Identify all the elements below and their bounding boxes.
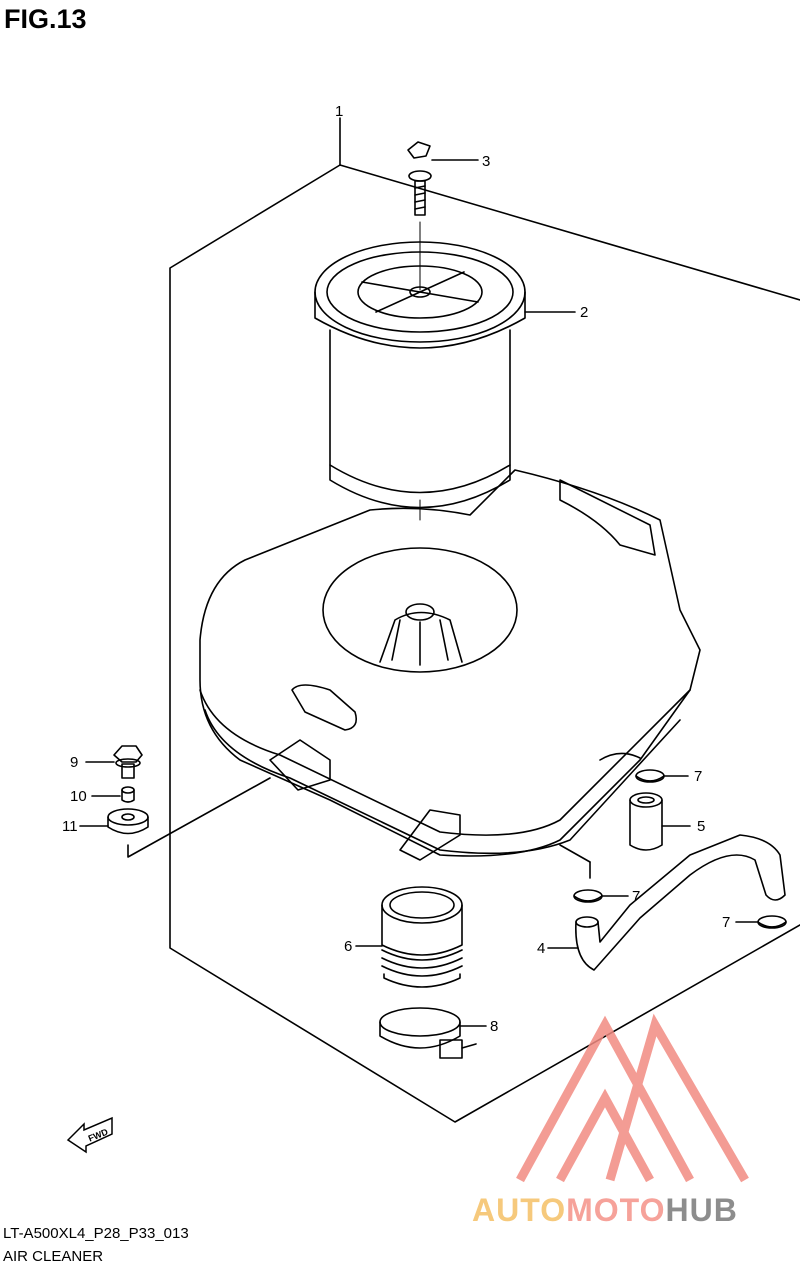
figure-title: FIG.13 bbox=[4, 4, 87, 34]
leader-line-case-hose bbox=[559, 844, 591, 863]
wing-bolt-part-3 bbox=[407, 141, 432, 216]
callout-1: 1 bbox=[335, 103, 343, 120]
watermark-text-hub: HUB bbox=[665, 1192, 738, 1228]
fwd-arrow-icon: FWD bbox=[66, 1116, 113, 1154]
callout-7-c: 7 bbox=[722, 914, 730, 931]
watermark-text-moto: MOTO bbox=[566, 1192, 666, 1228]
callout-8: 8 bbox=[490, 1018, 498, 1035]
model-code: LT-A500XL4_P28_P33_013 bbox=[3, 1225, 189, 1242]
cushion-part-11 bbox=[107, 808, 149, 835]
hose-part-4 bbox=[575, 834, 786, 971]
callout-10: 10 bbox=[70, 788, 87, 805]
air-cleaner-case-part-1 bbox=[199, 469, 701, 861]
clamp-part-7-b bbox=[573, 889, 603, 903]
clamp-part-7-a bbox=[635, 769, 665, 783]
section-name: AIR CLEANER bbox=[3, 1248, 104, 1265]
mount-guide-line bbox=[127, 777, 271, 858]
callout-11: 11 bbox=[62, 818, 78, 835]
callout-5: 5 bbox=[697, 818, 705, 835]
callout-9: 9 bbox=[70, 754, 78, 771]
hose-clamp-part-8 bbox=[379, 1007, 477, 1059]
callout-7-b: 7 bbox=[632, 888, 640, 905]
hose-part-5 bbox=[629, 792, 663, 851]
clamp-part-7-c bbox=[757, 915, 787, 929]
outlet-tube-part-6 bbox=[381, 886, 463, 988]
callout-3: 3 bbox=[482, 153, 490, 170]
callout-7-a: 7 bbox=[694, 768, 702, 785]
callout-2: 2 bbox=[580, 304, 588, 321]
bolt-part-9 bbox=[113, 745, 143, 779]
callout-4: 4 bbox=[537, 940, 545, 957]
collar-part-10 bbox=[121, 786, 135, 803]
watermark-logo bbox=[516, 1013, 749, 1183]
callout-6: 6 bbox=[344, 938, 352, 955]
assembly-boundary-top-right bbox=[339, 164, 800, 301]
callout-numbers: 1 2 3 4 5 6 7 7 7 8 9 10 11 bbox=[62, 103, 730, 1035]
watermark-text: AUTOMOTOHUB bbox=[472, 1192, 738, 1229]
watermark-text-auto: AUTO bbox=[472, 1192, 567, 1228]
assembly-boundary bbox=[169, 164, 800, 1123]
